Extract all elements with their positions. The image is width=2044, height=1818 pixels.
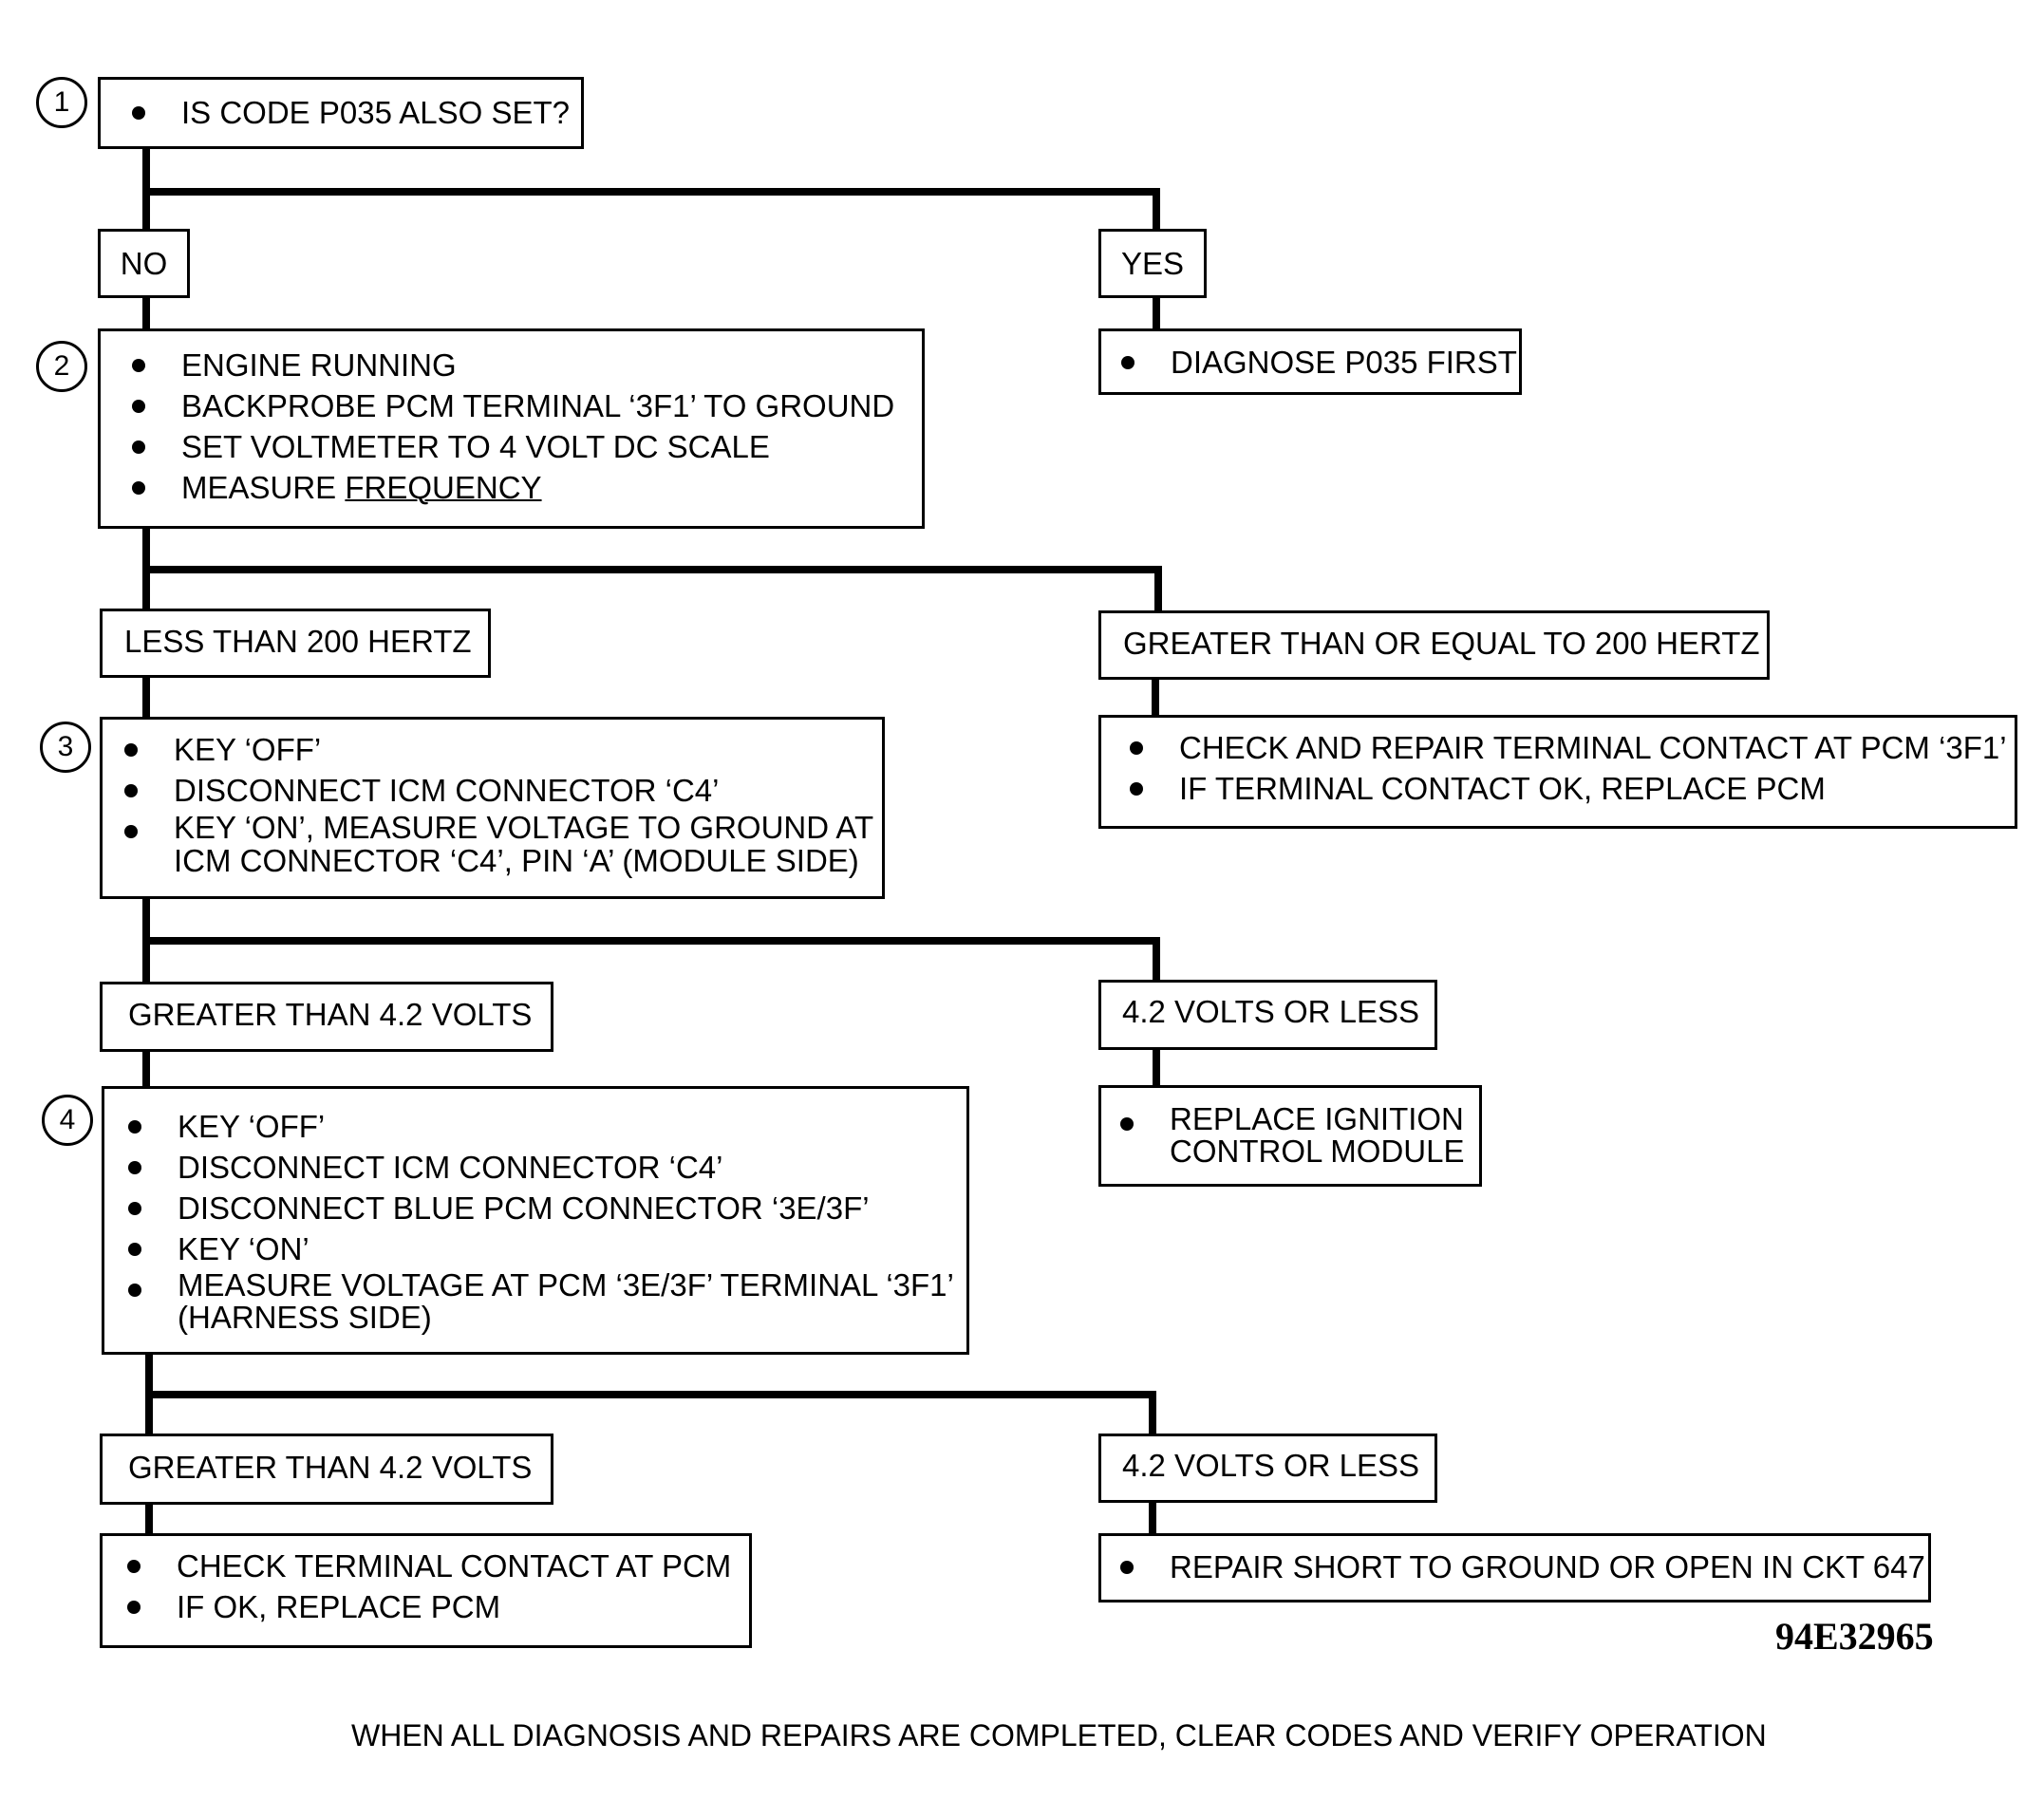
step-number-4: 4 [42,1095,93,1146]
bullet-item: KEY ‘ON’ [128,1228,954,1269]
bullet-item: DISCONNECT BLUE PCM CONNECTOR ‘3E/3F’ [128,1188,954,1228]
branch-greater-than-4-2-volts-second: GREATER THAN 4.2 VOLTS [100,1434,553,1505]
bullet-item: ENGINE RUNNING [131,345,894,385]
measure-text: MEASURE [181,470,337,505]
connector-line [142,937,1160,945]
bullet-item: BACKPROBE PCM TERMINAL ‘3F1’ TO GROUND [131,385,894,426]
branch-4-2-volts-or-less: 4.2 VOLTS OR LESS [1098,980,1437,1050]
connector-line [142,295,150,331]
connector-line [142,566,1162,573]
action-box-replace-icm: REPLACE IGNITION CONTROL MODULE [1098,1085,1482,1187]
connector-line [142,188,1160,196]
connector-line [1149,1500,1156,1536]
footer-instruction: WHEN ALL DIAGNOSIS AND REPAIRS ARE COMPL… [351,1718,1767,1752]
branch-greater-or-equal-200-hertz: GREATER THAN OR EQUAL TO 200 HERTZ [1098,610,1770,680]
bullet-item: CHECK AND REPAIR TERMINAL CONTACT AT PCM… [1130,727,2007,768]
action-box-check-pcm-contact: CHECK TERMINAL CONTACT AT PCM IF OK, REP… [100,1533,752,1648]
connector-line [145,1502,153,1537]
connector-line [142,675,150,720]
connector-line [1153,295,1160,331]
bullet-item: DIAGNOSE P035 FIRST [1121,342,1517,383]
bullet-item: DISCONNECT ICM CONNECTOR ‘C4’ [123,770,873,811]
step-number-2: 2 [36,341,87,392]
bullet-item: DISCONNECT ICM CONNECTOR ‘C4’ [128,1147,954,1188]
bullet-item: KEY ‘ON’, MEASURE VOLTAGE TO GROUND AT I… [123,810,874,878]
step-number-3: 3 [40,722,91,773]
bullet-item: CHECK TERMINAL CONTACT AT PCM [126,1546,731,1586]
connector-line [1153,1047,1160,1088]
branch-yes-label: YES [1098,229,1207,298]
branch-less-than-200-hertz: LESS THAN 200 HERTZ [100,609,491,678]
bullet-item: KEY ‘OFF’ [128,1106,954,1147]
question-box-3: KEY ‘OFF’ DISCONNECT ICM CONNECTOR ‘C4’ … [100,717,885,899]
bullet-item: MEASURE VOLTAGE AT PCM ‘3E/3F’ TERMINAL … [128,1267,954,1335]
question-box-2: ENGINE RUNNING BACKPROBE PCM TERMINAL ‘3… [98,328,925,529]
branch-4-2-volts-or-less-second: 4.2 VOLTS OR LESS [1098,1434,1437,1503]
bullet-item: MEASURE FREQUENCY [131,467,894,508]
connector-line [1154,566,1162,613]
step-number-1: 1 [36,77,87,128]
bullet-item: IF OK, REPLACE PCM [126,1586,731,1627]
bullet-item: REPAIR SHORT TO GROUND OR OPEN IN CKT 64… [1120,1546,1925,1587]
connector-line [142,1049,150,1089]
question-box-4: KEY ‘OFF’ DISCONNECT ICM CONNECTOR ‘C4’ … [102,1086,969,1355]
bullet-item: IF TERMINAL CONTACT OK, REPLACE PCM [1130,768,2007,809]
action-box-diagnose-p035: DIAGNOSE P035 FIRST [1098,328,1522,395]
bullet-item: KEY ‘OFF’ [123,729,873,770]
branch-greater-than-4-2-volts: GREATER THAN 4.2 VOLTS [100,982,553,1052]
connector-line [1149,1391,1156,1435]
question-box-1: IS CODE P035 ALSO SET? [98,77,584,149]
figure-code: 94E32965 [1775,1615,1934,1658]
bullet-item: SET VOLTMETER TO 4 VOLT DC SCALE [131,426,894,467]
connector-line [1153,188,1160,232]
connector-line [1152,675,1159,718]
connector-line [145,1391,1156,1398]
frequency-text: FREQUENCY [345,470,542,505]
action-box-repair-short-ckt-647: REPAIR SHORT TO GROUND OR OPEN IN CKT 64… [1098,1533,1931,1602]
connector-line [1153,937,1160,984]
action-box-repair-terminal-3f1: CHECK AND REPAIR TERMINAL CONTACT AT PCM… [1098,715,2017,829]
branch-no-label: NO [98,229,190,298]
bullet-item: REPLACE IGNITION CONTROL MODULE [1119,1101,1465,1169]
bullet-item: IS CODE P035 ALSO SET? [131,92,570,133]
